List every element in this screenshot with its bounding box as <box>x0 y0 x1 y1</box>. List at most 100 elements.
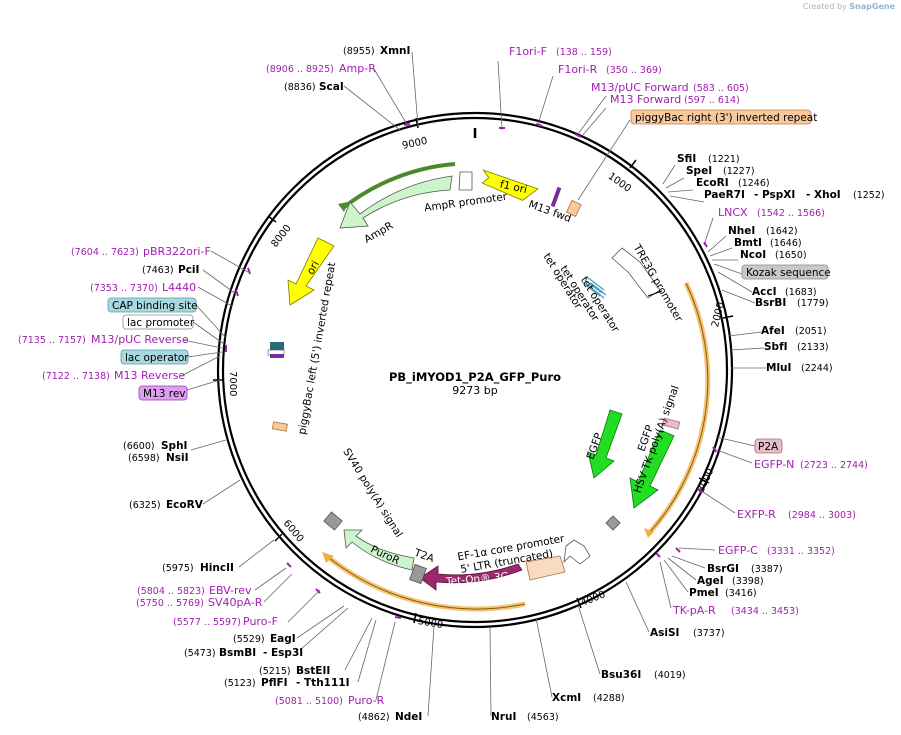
box-lac-promoter-text: lac promoter <box>127 317 195 329</box>
leader-egfp-c <box>678 547 716 551</box>
leader-f1ori-f <box>497 60 503 131</box>
leader-bsrgi <box>671 555 706 569</box>
boxed-labels: piggyBac right (3') inverted repeat Koza… <box>107 109 831 454</box>
teton-label: Tet-On® 3G <box>445 571 510 589</box>
leader-amp-r <box>373 68 409 127</box>
site-ndei: NdeI <box>395 711 422 723</box>
primer-pos-m13puc-fwd: (583 .. 605) <box>693 83 749 94</box>
site-ecori-pos: (1246) <box>738 178 770 189</box>
amppromoter-label: AmpR promoter <box>424 191 509 215</box>
backbone-outer-strand <box>216 111 734 629</box>
leader-eagi <box>296 605 345 639</box>
lac-feature-stack <box>270 342 284 351</box>
leader-m13puc-rev <box>182 339 223 349</box>
box-lac-operator-text: lac operator <box>125 352 189 364</box>
site-ecorv: EcoRV <box>166 499 204 511</box>
leader-sv40pa-r <box>263 573 293 603</box>
leader-acci <box>717 271 753 293</box>
box-piggybac-right: piggyBac right (3') inverted repeat <box>630 109 817 125</box>
primer-labels: F1ori-F (138 .. 159) F1ori-R (350 .. 369… <box>18 45 868 707</box>
site-afei: AfeI <box>761 325 785 337</box>
leader-p2a <box>715 436 756 447</box>
site-xhoi-pos: (1252) <box>853 190 885 201</box>
tick-1000 <box>629 159 637 169</box>
site-ecori: EcoRI <box>696 177 729 189</box>
tick-label-8000: 8000 <box>269 223 293 250</box>
puror-feature <box>343 529 415 571</box>
mark-pbr322ori-f <box>247 267 251 275</box>
primer-pos-exfp-r: (2984 .. 3003) <box>788 510 856 521</box>
primer-pos-egfp-c: (3331 .. 3352) <box>767 546 835 557</box>
site-scai-pos: (8836) <box>284 82 316 93</box>
site-bsu36i-pos: (4019) <box>654 670 686 681</box>
orf-arc-right-head <box>644 528 654 538</box>
ampr-feature <box>339 175 453 229</box>
sv40-label: SV40 poly(A) signal <box>340 446 405 539</box>
mark-lncx <box>703 241 708 248</box>
site-ndei-pos: (4862) <box>358 712 390 723</box>
mark-tk-pa-r <box>655 552 661 558</box>
site-sbfi-pos: (2133) <box>797 342 829 353</box>
site-bmti-pos: (1646) <box>770 238 802 249</box>
amp-arc-head <box>338 202 348 212</box>
leader-piggybac-right <box>577 119 631 201</box>
leader-lncx <box>703 217 714 246</box>
site-nhei: NheI <box>728 225 755 237</box>
backbone-inner-strand <box>221 116 729 624</box>
leader-ecorv <box>202 479 241 505</box>
mark-egfp-c <box>675 547 681 553</box>
m13fwd-label: M13 fwd <box>527 198 573 225</box>
box-p2a: P2A <box>754 438 783 454</box>
leader-kozak <box>713 263 743 275</box>
site-pcii-pos: (7463) <box>142 265 174 276</box>
primer-name-lncx: LNCX <box>718 206 748 219</box>
snapgene-credit: Created by SnapGene <box>803 2 895 11</box>
amp-arc <box>341 162 456 210</box>
box-p2a-text: P2A <box>758 441 779 453</box>
site-xcmi-pos: (4288) <box>593 693 625 704</box>
mark-egfp-n <box>712 446 717 453</box>
site-nhei-pos: (1642) <box>766 226 798 237</box>
primer-pos-pbr322ori-f: (7604 .. 7623) <box>71 247 139 258</box>
site-agei: AgeI <box>697 575 724 587</box>
site-bsrbi: BsrBI <box>755 297 786 309</box>
site-paer7i: PaeR7I <box>704 189 745 201</box>
ori-feature <box>287 237 335 306</box>
box-cap-text: CAP binding site <box>112 300 198 312</box>
leader-hincii <box>238 539 275 568</box>
mark-f1ori-r <box>535 123 543 127</box>
mark-exfp-r <box>697 487 702 494</box>
site-nsii: NsiI <box>166 452 189 464</box>
selection-arcs <box>322 162 711 612</box>
t2a-feature <box>409 563 427 585</box>
primer-name-m13puc-fwd: M13/pUC Forward <box>591 81 689 94</box>
primer-name-egfp-n: EGFP-N <box>754 458 794 471</box>
site-spei-pos: (1227) <box>723 166 755 177</box>
leader-sfii <box>662 164 676 185</box>
primer-pos-puro-r: (5081 .. 5100) <box>275 696 343 707</box>
leader-pbr322ori-f <box>210 250 249 273</box>
primer-pos-m13-reverse: (7122 .. 7138) <box>42 371 110 382</box>
site-pflfi-pos: (5123) <box>224 678 256 689</box>
primer-name-tk-pa-r: TK-pA-R <box>672 604 716 617</box>
site-sbfi: SbfI <box>764 341 788 353</box>
leader-lac-operator <box>187 351 223 358</box>
tick-label-9000: 9000 <box>401 136 428 152</box>
site-afei-pos: (2051) <box>795 326 827 337</box>
leader-m13-reverse <box>180 355 221 377</box>
site-nrui: NruI <box>491 711 516 723</box>
site-pmei: PmeI <box>689 587 719 599</box>
site-bsmbi-pos: (5473) <box>184 648 216 659</box>
box-lac-promoter: lac promoter <box>122 314 195 330</box>
leader-pmei <box>663 559 689 593</box>
mark-amp-r <box>403 123 411 126</box>
primer-marks <box>225 123 717 619</box>
tick-label-1000: 1000 <box>606 171 633 195</box>
leader-bsmbi <box>299 607 349 651</box>
leader-cap <box>195 304 227 339</box>
m13rev-feature <box>270 354 284 358</box>
leader-pcii <box>202 269 237 295</box>
box-piggybac-right-text: piggyBac right (3') inverted repeat <box>635 112 817 124</box>
plasmid-size: 9273 bp <box>452 384 497 397</box>
ampr-label: AmpR <box>362 220 395 246</box>
